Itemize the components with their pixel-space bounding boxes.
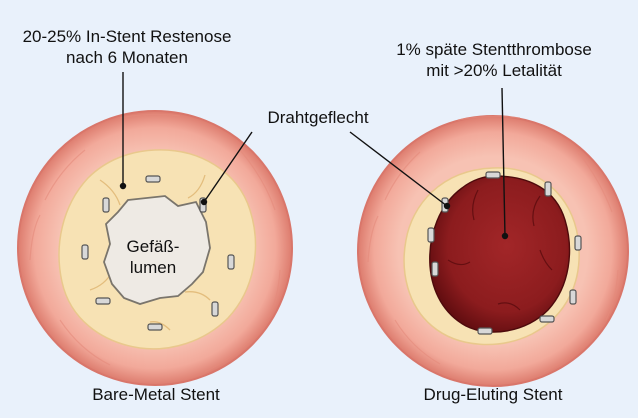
bare-metal-vessel [18, 72, 292, 385]
lumen-label: Gefäß- lumen [108, 236, 198, 278]
stent-strut [212, 302, 218, 316]
thrombus [430, 176, 570, 332]
thrombosis-line-2: mit >20% Letalität [368, 60, 620, 81]
stent-strut [545, 182, 551, 196]
restenosis-line-2: nach 6 Monaten [14, 47, 240, 68]
stent-strut [478, 328, 492, 334]
restenosis-annotation: 20-25% In-Stent Restenose nach 6 Monaten [14, 26, 240, 68]
stent-strut [103, 198, 109, 212]
thrombosis-line-1: 1% späte Stentthrombose [368, 39, 620, 60]
lumen-line-2: lumen [108, 257, 198, 278]
lumen-line-1: Gefäß- [108, 236, 198, 257]
stent-strut [570, 290, 576, 304]
caption-drug-eluting: Drug-Eluting Stent [393, 384, 593, 405]
stent-strut [540, 316, 554, 322]
stent-strut [82, 245, 88, 259]
wire-mesh-annotation: Drahtgeflecht [258, 107, 378, 128]
stent-strut [428, 228, 434, 242]
stent-strut [228, 255, 234, 269]
stent-strut [486, 172, 500, 178]
drug-eluting-vessel [350, 88, 628, 386]
caption-bare-metal: Bare-Metal Stent [56, 384, 256, 405]
restenosis-line-1: 20-25% In-Stent Restenose [14, 26, 240, 47]
stent-strut [432, 262, 438, 276]
stent-strut [575, 236, 581, 250]
thrombosis-annotation: 1% späte Stentthrombose mit >20% Letalit… [368, 39, 620, 81]
stent-strut [146, 176, 160, 182]
stent-strut [96, 298, 110, 304]
stent-strut [148, 324, 162, 330]
